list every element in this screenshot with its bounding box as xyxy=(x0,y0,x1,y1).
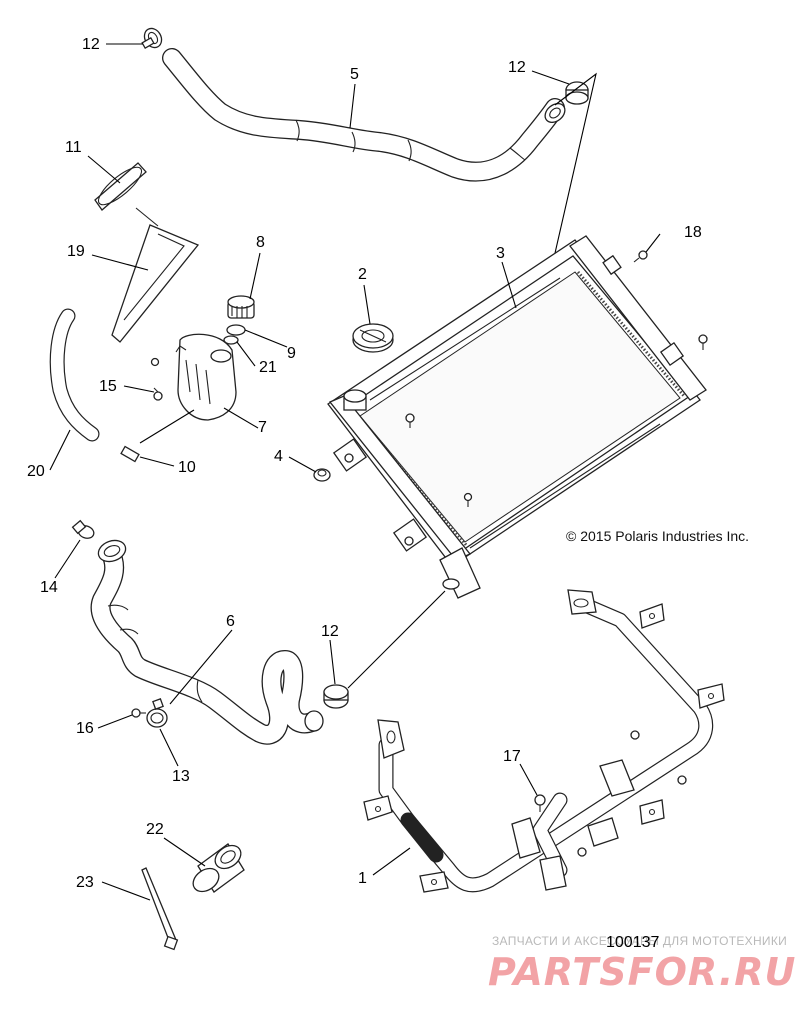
callout-1: 1 xyxy=(358,870,367,887)
callout-5: 5 xyxy=(350,66,359,83)
watermark-tagline: ЗАПЧАСТИ И АКСЕССУАРЫ ДЛЯ МОТОТЕХНИКИ xyxy=(492,934,787,948)
callout-6: 6 xyxy=(226,613,235,630)
callout-9: 9 xyxy=(287,345,296,362)
callout-12: 12 xyxy=(508,59,526,76)
o-ring-9 xyxy=(226,324,246,336)
callout-2: 2 xyxy=(358,266,367,283)
screw-reservoir xyxy=(150,357,160,367)
cable-tie xyxy=(141,867,179,951)
coolant-reservoir xyxy=(175,333,237,421)
reservoir-bracket xyxy=(111,207,200,343)
o-ring-21 xyxy=(223,335,239,345)
watermark: ЗАПЧАСТИ И АКСЕССУАРЫ ДЛЯ МОТОТЕХНИКИ 10… xyxy=(488,934,796,994)
reservoir-cap xyxy=(227,295,255,319)
hose-clamp-12-top-left xyxy=(141,27,163,49)
overflow-tube xyxy=(49,308,100,442)
screw-17 xyxy=(534,794,546,812)
radiator-screw xyxy=(463,492,473,507)
screw-15 xyxy=(153,387,163,401)
callout-leaders xyxy=(49,43,661,901)
callout-11: 11 xyxy=(65,139,82,156)
callout-20: 20 xyxy=(27,463,45,480)
callout-19: 19 xyxy=(67,243,85,260)
hose-sleeve xyxy=(192,843,245,893)
frame-screw xyxy=(577,847,587,857)
retaining-strap xyxy=(94,162,147,211)
hose-clamp-12-top-right xyxy=(565,81,589,105)
callout-4: 4 xyxy=(274,448,283,465)
callout-16: 16 xyxy=(76,720,94,737)
grommet-4 xyxy=(313,468,331,482)
assembly-leader-upper xyxy=(549,72,597,276)
callout-13: 13 xyxy=(172,768,190,785)
callout-14: 14 xyxy=(40,579,58,596)
radiator-screw xyxy=(405,413,415,428)
hose-clamp-12-lower xyxy=(323,684,349,709)
elbow-fitting-10 xyxy=(120,445,140,463)
watermark-brand: PARTSFOR.RU xyxy=(488,950,796,994)
hose-clamp-13 xyxy=(146,698,168,728)
lower-radiator-hose xyxy=(90,539,324,745)
radiator-screw xyxy=(698,334,708,350)
callout-7: 7 xyxy=(258,419,267,436)
callout-8: 8 xyxy=(256,234,265,251)
frame-screw xyxy=(630,730,640,740)
callout-21: 21 xyxy=(259,359,277,376)
figure-number: 100137 xyxy=(606,934,659,951)
callout-labels: 12 5 12 11 19 8 2 3 18 9 21 15 7 4 10 20… xyxy=(27,36,702,891)
callout-23: 23 xyxy=(76,874,94,891)
callout-15: 15 xyxy=(99,378,117,395)
callout-10: 10 xyxy=(178,459,196,476)
callout-18: 18 xyxy=(684,224,702,241)
screw-18 xyxy=(633,250,648,263)
screw-16 xyxy=(131,708,146,718)
radiator xyxy=(327,235,708,599)
radiator-mount-frame xyxy=(363,589,725,893)
callout-12: 12 xyxy=(321,623,339,640)
hose-clamp-14 xyxy=(71,519,95,539)
callout-17: 17 xyxy=(503,748,521,765)
assembly-leader-lower xyxy=(347,590,446,689)
callout-22: 22 xyxy=(146,821,164,838)
frame-screw xyxy=(677,775,687,785)
upper-radiator-hose xyxy=(162,48,566,182)
callout-12: 12 xyxy=(82,36,100,53)
radiator-cap xyxy=(352,323,394,353)
callout-3: 3 xyxy=(496,245,505,262)
copyright-notice: © 2015 Polaris Industries Inc. xyxy=(566,528,749,544)
